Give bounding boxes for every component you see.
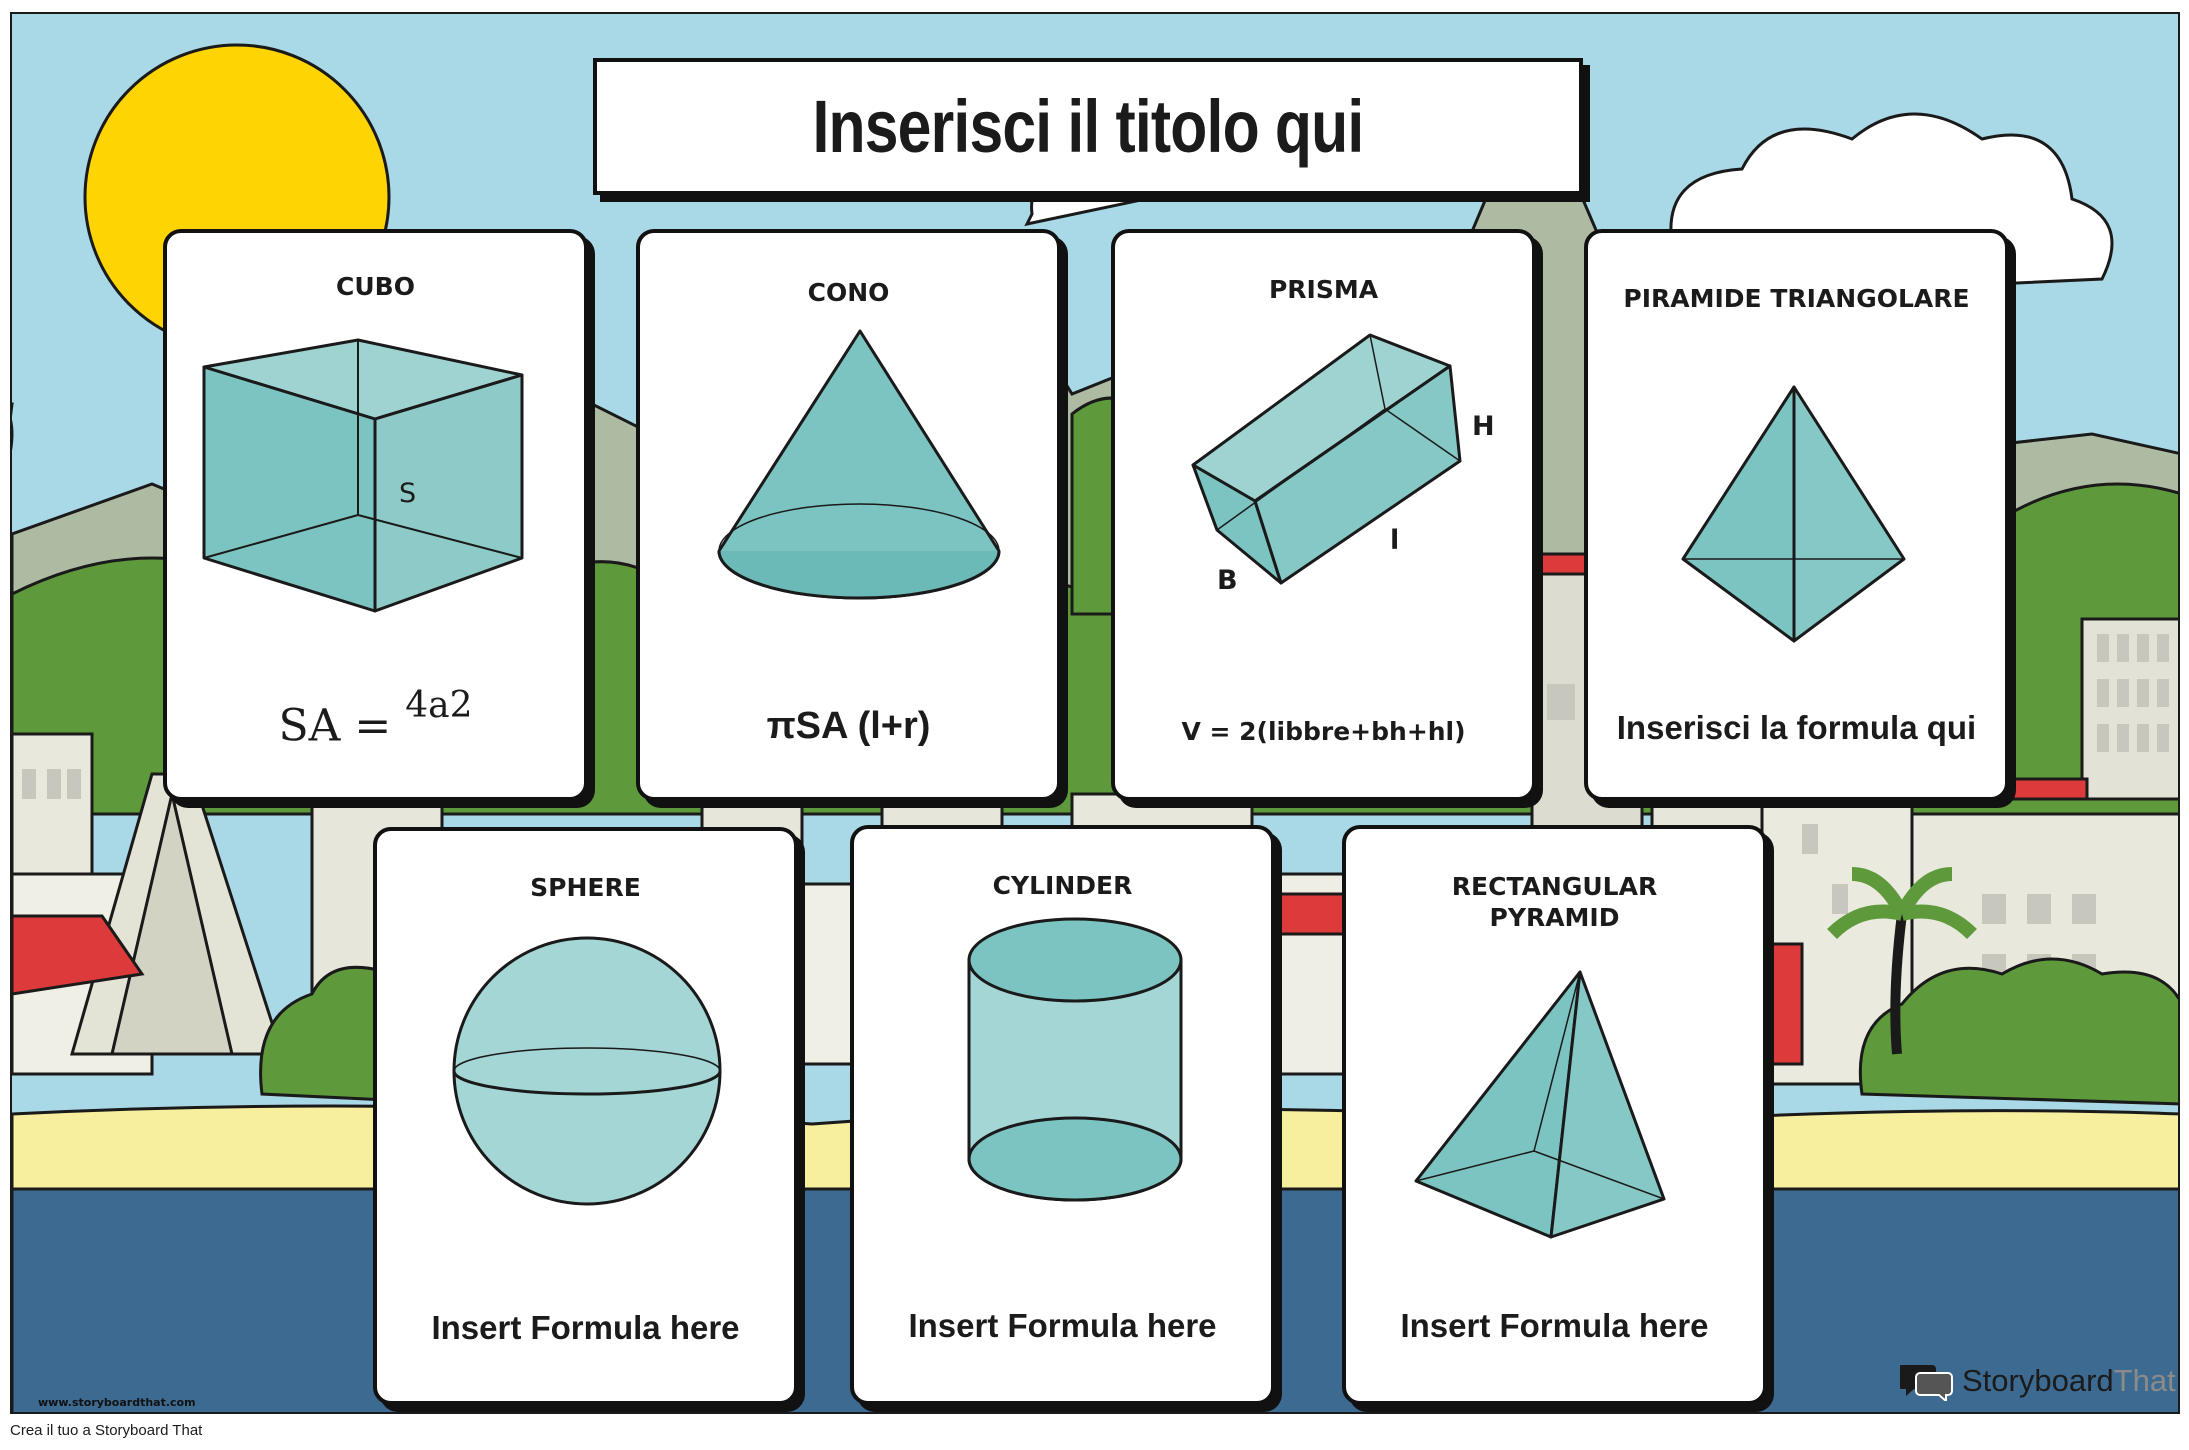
rectangular-pyramid-icon [1414,970,1666,1239]
cone-formula[interactable]: πSA (l+r) [766,705,931,747]
cube-icon [202,338,524,613]
cube-formula[interactable]: SA = 4a2 [167,685,584,752]
card-prism[interactable]: PRISMA H l B V = 2(libbre+bh+hl) [1111,229,1536,801]
card-triangular-pyramid[interactable]: PIRAMIDE TRIANGOLARE Inserisci la formul… [1584,229,2009,801]
card-title-sphere: SPHERE [530,873,641,902]
prism-height-label: H [1472,411,1495,442]
card-cylinder[interactable]: CYLINDER Insert Formula here [850,825,1275,1405]
prism-base-label: B [1217,565,1238,596]
card-cone[interactable]: CONO πSA (l+r) [636,229,1061,801]
footer-credit[interactable]: Crea il tuo a Storyboard That [10,1422,203,1439]
storyboardthat-logo[interactable]: StoryboardThat [1900,1361,2176,1401]
cube-formula-sup: 4a2 [405,685,473,726]
cube-formula-main: SA = [278,700,406,752]
card-title-cube: CUBO [336,272,415,301]
card-title-prism: PRISMA [1268,275,1379,304]
card-title-rectangular-pyramid: RECTANGULAR PYRAMID [1346,871,1763,933]
sphere-formula[interactable]: Insert Formula here [431,1309,740,1346]
card-sphere[interactable]: SPHERE Insert Formula here [373,827,798,1405]
small-watermark: www.storyboardthat.com [38,1396,196,1409]
rectangular-pyramid-formula[interactable]: Insert Formula here [1400,1307,1709,1344]
card-title-cone: CONO [807,278,890,307]
cube-side-label: S [399,478,417,509]
cylinder-formula[interactable]: Insert Formula here [908,1307,1217,1344]
prism-formula[interactable]: V = 2(libbre+bh+hl) [1181,717,1466,746]
sphere-icon [452,936,722,1206]
cone-icon [717,329,1001,600]
cylinder-icon [967,917,1183,1202]
logo-text-dark: Storyboard [1962,1363,2114,1398]
card-title-triangular-pyramid: PIRAMIDE TRIANGOLARE [1623,284,1970,313]
rectangular-pyramid-title-line1: RECTANGULAR [1451,872,1658,901]
poster-canvas: Inserisci il titolo qui CUBO S SA = 4a2 … [10,12,2180,1414]
poster-title[interactable]: Inserisci il titolo qui [812,85,1365,168]
prism-length-label: l [1390,525,1400,556]
triangular-pyramid-icon [1681,385,1906,643]
logo-text-light: That [2113,1363,2176,1398]
triangular-pyramid-formula[interactable]: Inserisci la formula qui [1616,709,1977,746]
card-cube[interactable]: CUBO S SA = 4a2 [163,229,588,801]
prism-icon [1191,333,1462,585]
rectangular-pyramid-title-line2: PYRAMID [1489,903,1620,932]
card-title-cylinder: CYLINDER [992,871,1133,900]
title-banner[interactable]: Inserisci il titolo qui [593,58,1583,195]
speech-bubbles-icon [1900,1365,1953,1401]
card-rectangular-pyramid[interactable]: RECTANGULAR PYRAMID Insert Formula here [1342,825,1767,1405]
